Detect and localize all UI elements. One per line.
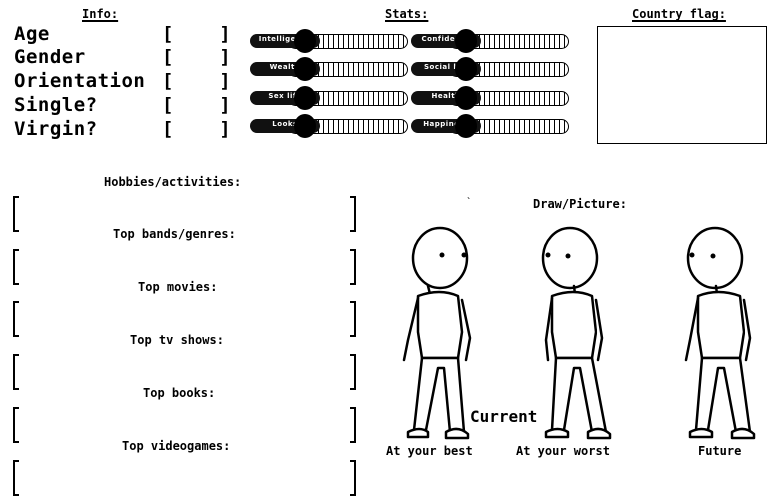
at-your-worst-label: At your worst [516,444,610,458]
tv-shows-field-right-bracket[interactable] [350,354,356,390]
movies-label: Top movies: [138,280,218,294]
future-label: Future [698,444,742,458]
books-field-right-bracket[interactable] [350,407,356,443]
orientation-field[interactable]: [ ] [162,70,231,92]
info-label-single: Single? [14,94,98,116]
stat-bar-looks[interactable]: Looks [250,114,408,138]
stat-label: Confidence [421,35,471,43]
bands-field-left-bracket[interactable] [13,249,19,285]
stat-bar-happiness[interactable]: Happiness [411,114,569,138]
info-label-virgin: Virgin? [14,118,98,140]
slider-knob[interactable] [294,114,316,138]
stat-label: Social life [423,63,469,71]
current-label: Current [470,407,538,426]
tv-shows-field-left-bracket[interactable] [13,354,19,390]
slider-knob[interactable] [294,57,316,81]
figure-at-your-best [402,226,472,440]
movies-field-right-bracket[interactable] [350,301,356,337]
stat-bar-intelligence[interactable]: Intelligence [250,29,408,53]
stat-label: Sex life [268,92,302,100]
stat-bar-sex-life[interactable]: Sex life [250,86,408,110]
tv-shows-label: Top tv shows: [130,333,224,347]
slider-knob[interactable] [294,29,316,53]
info-label-orientation: Orientation [14,70,146,92]
info-label-gender: Gender [14,46,86,68]
gender-field[interactable]: [ ] [162,46,231,68]
videogames-field-right-bracket[interactable] [350,460,356,496]
bands-field-right-bracket[interactable] [350,249,356,285]
slider-knob[interactable] [455,114,477,138]
slider-knob[interactable] [455,57,477,81]
stat-label: Health [431,92,461,100]
slider-knob[interactable] [294,86,316,110]
stat-label: Looks [272,120,298,128]
stats-header: Stats: [385,7,429,21]
stat-bar-health[interactable]: Health [411,86,569,110]
hobbies-label: Hobbies/activities: [104,175,242,189]
stat-bar-social-life[interactable]: Social life [411,57,569,81]
draw-picture-label: Draw/Picture: [533,197,627,211]
stick-figures-drawing[interactable] [380,220,780,445]
single-field[interactable]: [ ] [162,94,231,116]
stat-label: Wealth [269,63,301,71]
info-header: Info: [82,7,119,21]
movies-field-left-bracket[interactable] [13,301,19,337]
figure-future [684,226,756,440]
country-flag-header: Country flag: [632,7,726,21]
figure-at-your-worst [541,226,612,440]
country-flag-box[interactable] [597,26,767,144]
bands-label: Top bands/genres: [113,227,236,241]
hobbies-field-right-bracket[interactable] [350,196,356,232]
age-field[interactable]: [ ] [162,23,231,45]
stray-mark: ` [466,197,473,208]
stat-bar-wealth[interactable]: Wealth [250,57,408,81]
books-label: Top books: [143,386,216,400]
hobbies-field-left-bracket[interactable] [13,196,19,232]
stat-bar-confidence[interactable]: Confidence [411,29,569,53]
slider-knob[interactable] [455,29,477,53]
info-label-age: Age [14,23,50,45]
virgin-field[interactable]: [ ] [162,118,231,140]
stat-label: Intelligence [258,35,312,43]
at-your-best-label: At your best [386,444,473,458]
books-field-left-bracket[interactable] [13,407,19,443]
slider-knob[interactable] [455,86,477,110]
stat-label: Happiness [423,120,469,128]
videogames-field-left-bracket[interactable] [13,460,19,496]
videogames-label: Top videogames: [122,439,231,453]
